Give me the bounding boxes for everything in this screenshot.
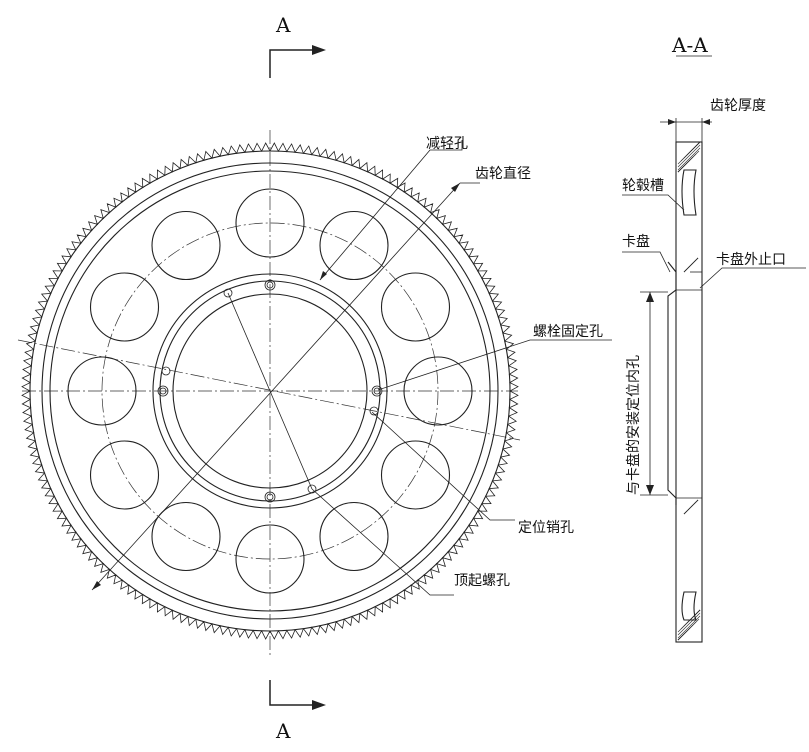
hatch-line [677,618,700,641]
diagonal-centerline [17,339,521,441]
leader-dowel-hole [371,411,515,521]
section-hatching [677,141,701,641]
leader-lightening-hole [430,140,463,151]
lightening-hole [319,210,389,281]
hatch-line [696,257,699,260]
hatch-line [677,615,701,639]
lightening-hole-pitch-circle [101,222,439,560]
lightening-hole [380,440,451,510]
leader-bolt-hole [377,339,612,391]
hatch-line [698,609,701,612]
hatch-line [677,612,701,636]
label-gear-diameter: 齿轮直径 [475,165,531,182]
label-chuck-outer-spigot: 卡盘外止口 [716,251,786,268]
lightening-hole [235,524,305,594]
lightening-hole [89,440,160,510]
section-arrow-bottom: A [269,680,326,743]
label-lightening-hole: 减轻孔 [426,136,468,152]
gear-root-circle [29,150,511,632]
bolt-fixing-holes [157,279,383,503]
lightening-hole [403,356,473,426]
hatch-line [696,499,699,502]
label-dowel-pin-hole: 定位销孔 [518,520,574,536]
svg-text:A: A [275,13,291,37]
lightening-hole [151,501,221,572]
lightening-hole [380,272,451,342]
hub-groove-upper [681,169,697,216]
lightening-hole [319,501,389,572]
leader-jacking-hole [311,488,454,596]
rim-inner-circle [41,162,499,620]
leader-chuck [622,251,671,273]
section-view-title: A-A [671,33,708,57]
leader-hub-groove [622,194,685,211]
label-chuck: 卡盘 [622,233,650,250]
jacking-screw-holes [223,288,317,494]
chuck-step [667,261,677,505]
gear-diameter-dimension-line [91,182,461,591]
locating-bore-circle [172,293,368,489]
dowel-pin-holes [161,366,379,416]
lightening-hole [235,188,305,258]
section-arrow-top: A [269,13,326,78]
leader-chuck-spigot [699,267,806,289]
lightening-hole [67,356,137,426]
label-bolt-fixing-hole: 螺栓固定孔 [533,324,603,340]
section-outline [675,141,703,643]
hatch-line [677,144,701,168]
web-outer-circle [49,170,491,612]
hub-groove-lower [681,591,697,621]
lightening-hole [89,272,160,342]
label-hub-groove: 轮毂槽 [622,178,664,194]
hatch-line [677,147,701,171]
label-jacking-screw-hole: 顶起螺孔 [454,573,510,589]
label-gear-thickness: 齿轮厚度 [710,98,766,114]
svg-text:A: A [275,719,291,743]
label-locating-bore: 与卡盘的安装定位内孔 [625,355,642,495]
lightening-holes [67,188,473,594]
hatch-line [698,141,701,144]
section-view: A-A 齿轮厚度 与卡盘的安装定位内孔 轮毂槽 卡盘 卡盘外止口 [622,33,806,643]
lightening-hole [151,210,221,281]
hub-outer-circle [152,273,388,509]
hatch-line [677,150,700,173]
front-view: 减轻孔 齿轮直径 螺栓固定孔 定位销孔 顶起螺孔 A A [17,13,612,743]
